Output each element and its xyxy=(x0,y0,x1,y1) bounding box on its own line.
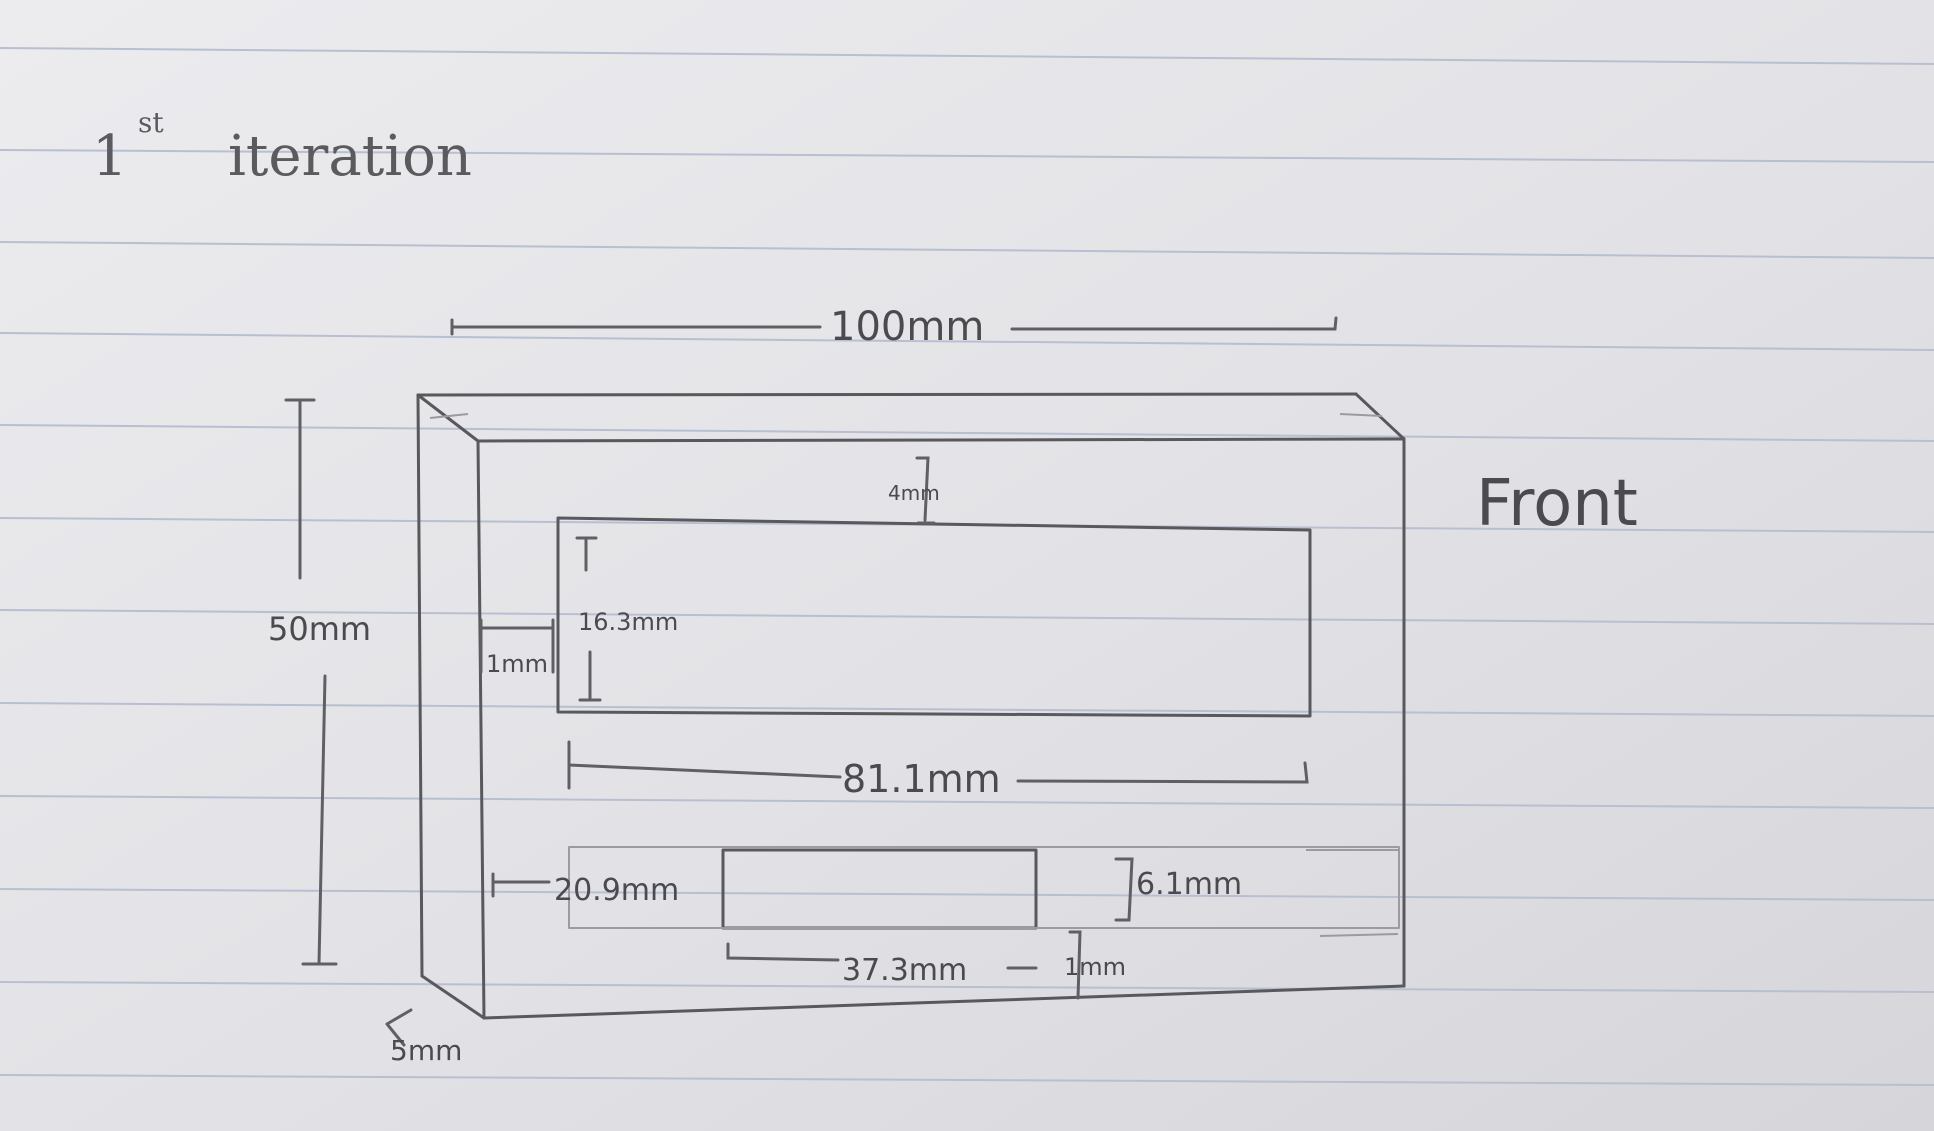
iteration-superscript: st xyxy=(138,106,164,139)
depth-dimension xyxy=(385,1008,413,1047)
window-height-dimension-bottom xyxy=(578,650,602,702)
box-front-bottom xyxy=(482,984,1406,1020)
slot-outline-light xyxy=(568,846,1400,929)
slot-height-dimension xyxy=(1114,857,1134,922)
height-dimension-top xyxy=(284,398,316,580)
iteration-number: 1 xyxy=(92,124,128,189)
side-gap-dimension xyxy=(479,618,555,674)
width-dimension-left xyxy=(450,318,822,336)
slot-left-offset-dimension xyxy=(491,872,551,898)
title-heading: 1 st iteration xyxy=(92,106,472,189)
front-view-label: Front xyxy=(1476,467,1638,541)
height-dimension-bottom xyxy=(301,674,338,966)
pencil-smudges xyxy=(429,413,1399,937)
box-front-left xyxy=(476,439,486,1020)
box-left-side xyxy=(416,393,424,978)
front-view-drawing xyxy=(416,392,1406,1020)
window-width-dimension-left xyxy=(567,740,842,790)
width-dimension-right xyxy=(1010,316,1338,331)
box-back-left xyxy=(416,393,480,443)
window-width-label: 81.1mm xyxy=(842,757,1001,801)
top-gap-label: 4mm xyxy=(888,481,940,505)
overall-width-label: 100mm xyxy=(830,304,984,350)
depth-label: 5mm xyxy=(390,1034,462,1067)
window-height-dimension-top xyxy=(575,536,598,572)
slot-bottom-gap-label: 1mm xyxy=(1064,953,1126,981)
slot-width-dimension xyxy=(726,942,1038,970)
dimension-lines xyxy=(284,316,1338,1047)
dimension-labels: 100mm 50mm 5mm 4mm 16.3mm 1mm 81.1mm 20.… xyxy=(268,304,1638,1067)
window-height-label: 16.3mm xyxy=(578,608,678,636)
top-gap-dimension xyxy=(915,456,936,525)
side-gap-label: 1mm xyxy=(486,650,548,678)
box-top-edge xyxy=(416,392,1358,397)
window-width-dimension-right xyxy=(1016,761,1309,784)
slot-width-label: 37.3mm xyxy=(842,953,967,988)
slot-left-offset-label: 20.9mm xyxy=(554,873,679,908)
box-front-top xyxy=(476,437,1406,443)
box-bottom-depth xyxy=(420,974,486,1020)
overall-height-label: 50mm xyxy=(268,610,371,648)
slot-bottom-gap-dimension xyxy=(1068,930,1082,1000)
iteration-word: iteration xyxy=(228,124,472,189)
slot-height-label: 6.1mm xyxy=(1136,867,1242,902)
top-window-rectangle xyxy=(556,516,1312,718)
